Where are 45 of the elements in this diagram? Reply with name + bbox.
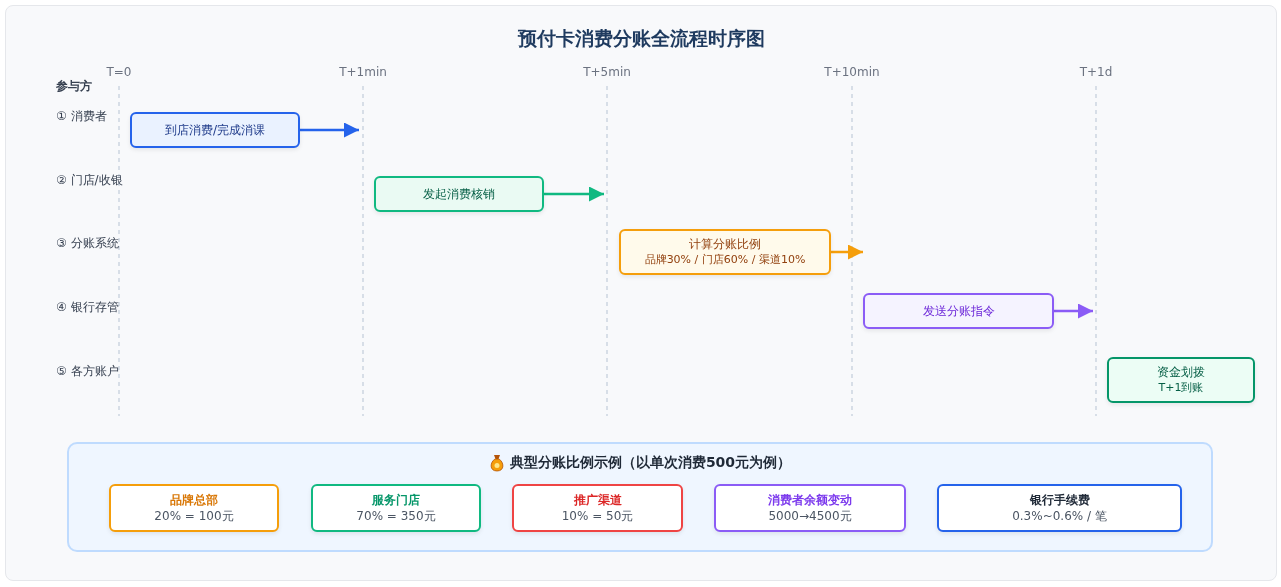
ratio-card (714, 484, 906, 532)
box-title: 到店消费/完成消课 (164, 122, 265, 138)
process-box (863, 293, 1054, 329)
ratio-card (311, 484, 481, 532)
time-label: T+1d (1079, 65, 1113, 79)
column-header: 参与方 (56, 78, 92, 95)
participant-label: ④ 银行存管 (56, 299, 119, 316)
box-title: 品牌总部 (170, 492, 218, 508)
box-title: 消费者余额变动 (768, 492, 852, 508)
time-label: T+1min (339, 65, 387, 79)
arrow (300, 122, 359, 138)
ratio-card (109, 484, 279, 532)
box-title: 计算分账比例 (689, 236, 761, 252)
box-title: 发送分账指令 (922, 303, 995, 319)
process-box (619, 229, 831, 275)
arrow (544, 186, 604, 202)
diagram-title: 预付卡消费分账全流程时序图 (516, 26, 766, 51)
box-detail: 10% = 50元 (561, 508, 634, 524)
box-title: 推广渠道 (573, 492, 622, 508)
arrow (831, 244, 863, 260)
time-label: T+10min (824, 65, 880, 79)
box-detail: 20% = 100元 (154, 508, 234, 524)
time-label: T=0 (106, 65, 132, 79)
example-panel (67, 442, 1213, 552)
panel-heading: 典型分账比例示例（以单次消费500元为例） (509, 454, 792, 472)
box-detail: 5000→4500元 (768, 508, 852, 524)
box-detail: 70% = 350元 (356, 508, 436, 524)
process-box (130, 112, 300, 148)
box-detail: T+1到账 (1158, 380, 1204, 396)
participant-label: ② 门店/收银 (56, 172, 123, 189)
process-box (374, 176, 544, 212)
participant-label: ⑤ 各方账户 (56, 363, 119, 380)
box-detail: 0.3%~0.6% / 笔 (1012, 508, 1107, 524)
box-title: 资金划拨 (1157, 364, 1205, 380)
ratio-card (937, 484, 1182, 532)
arrow (1054, 303, 1093, 319)
box-detail: 品牌30% / 门店60% / 渠道10% (644, 252, 806, 268)
participant-label: ① 消费者 (56, 108, 107, 125)
box-title: 服务门店 (372, 492, 420, 508)
participant-label: ③ 分账系统 (56, 235, 119, 252)
process-box (1107, 357, 1255, 403)
ratio-card (512, 484, 683, 532)
box-title: 银行手续费 (1029, 492, 1090, 508)
box-title: 发起消费核销 (423, 186, 495, 202)
time-label: T+5min (583, 65, 631, 79)
